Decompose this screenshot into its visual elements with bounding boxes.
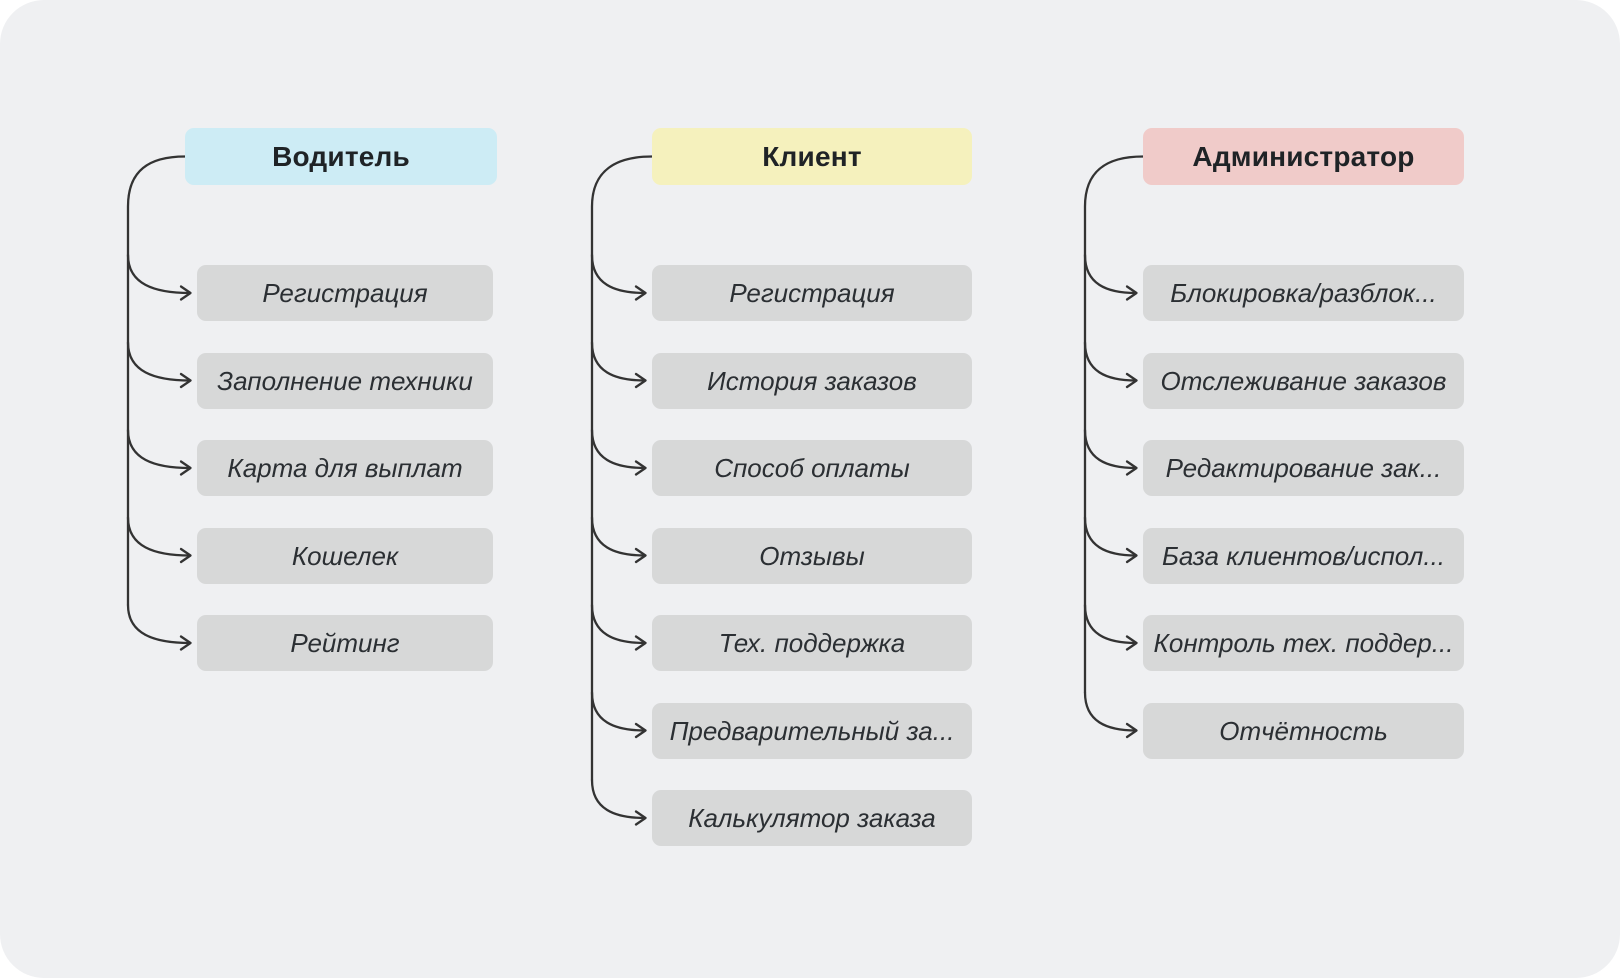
column-2-header-node[interactable]: Клиент [652,128,972,185]
column-1-item-node-1[interactable]: Регистрация [197,265,493,321]
column-3-item-node-4[interactable]: База клиентов/испол... [1143,528,1464,584]
connector-path [590,778,647,820]
column-2-item-node-5[interactable]: Тех. поддержка [652,615,972,671]
connector-path [1125,285,1138,301]
connector-path [634,635,647,651]
column-2-item-node-4[interactable]: Отзывы [652,528,972,584]
connector-path [179,460,192,476]
connector-path [126,253,192,295]
connector-path [634,285,647,301]
connector-path [126,341,192,382]
connector-path [590,253,647,295]
connector-path [1083,428,1138,470]
connector-path [179,635,192,651]
column-3-item-node-1[interactable]: Блокировка/разблок... [1143,265,1464,321]
connector-path [590,341,647,382]
connector-path [126,155,187,607]
column-3-item-node-3[interactable]: Редактирование зак... [1143,440,1464,496]
column-1-header-node[interactable]: Водитель [185,128,497,185]
connector-path [634,460,647,476]
column-1-item-node-3[interactable]: Карта для выплат [197,440,493,496]
connector-path [1125,635,1138,651]
column-2-item-node-6[interactable]: Предварительный за... [652,703,972,759]
connector-path [634,722,647,739]
connector-path [634,372,647,389]
column-2-item-node-2[interactable]: История заказов [652,353,972,409]
connector-path [126,603,192,645]
column-2-item-node-3[interactable]: Способ оплаты [652,440,972,496]
connector-path [179,547,192,564]
connector-path [590,603,647,645]
connector-path [634,547,647,564]
connector-path [1083,516,1138,557]
connector-path [590,428,647,470]
connector-path [1125,460,1138,476]
column-1-item-node-2[interactable]: Заполнение техники [197,353,493,409]
connector-path [126,428,192,470]
column-2-item-node-1[interactable]: Регистрация [652,265,972,321]
connector-path [1125,372,1138,389]
connector-path [1083,691,1138,732]
connector-path [1083,341,1138,382]
connector-path [126,516,192,557]
connector-path [1083,155,1145,694]
column-1-item-node-5[interactable]: Рейтинг [197,615,493,671]
connector-path [1125,547,1138,564]
connector-path [590,691,647,732]
connector-path [179,372,192,389]
connector-path [590,516,647,557]
column-3-item-node-5[interactable]: Контроль тех. поддер... [1143,615,1464,671]
connector-path [179,285,192,301]
column-3-item-node-2[interactable]: Отслеживание заказов [1143,353,1464,409]
connector-path [1125,722,1138,739]
column-3-header-node[interactable]: Администратор [1143,128,1464,185]
column-1-item-node-4[interactable]: Кошелек [197,528,493,584]
column-3-item-node-6[interactable]: Отчётность [1143,703,1464,759]
connector-path [1083,253,1138,295]
column-2-item-node-7[interactable]: Калькулятор заказа [652,790,972,846]
connector-path [590,155,654,782]
connector-path [1083,603,1138,645]
connector-path [634,810,647,826]
